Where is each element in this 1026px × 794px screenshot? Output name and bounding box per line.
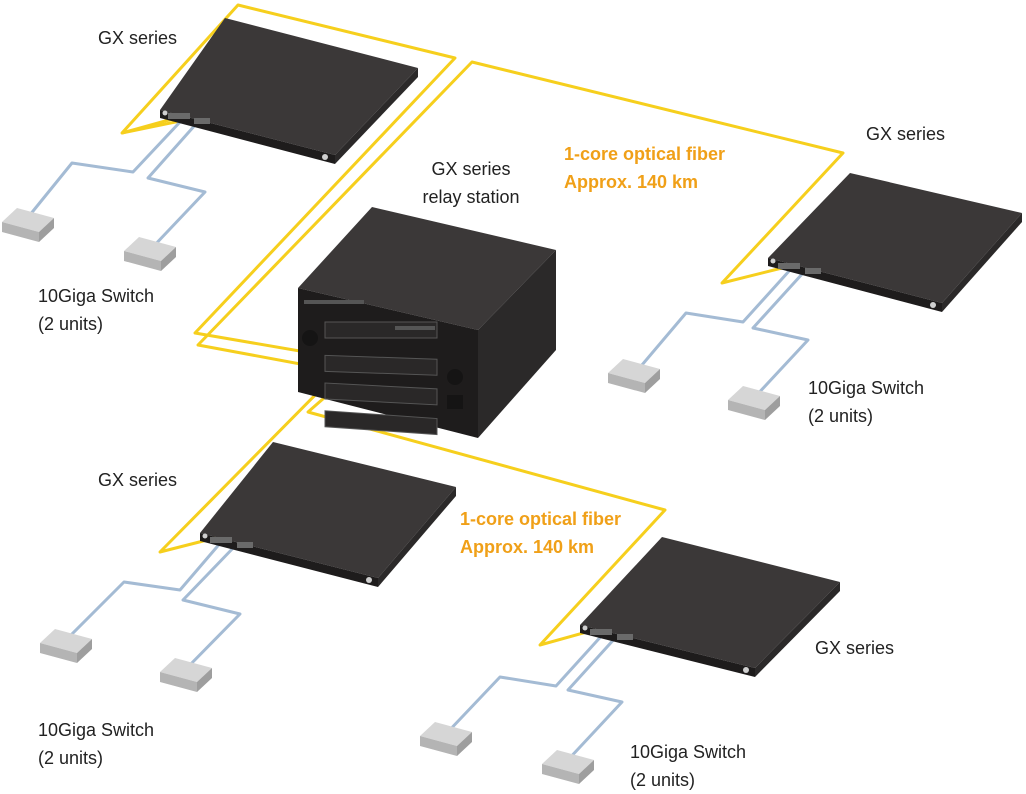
relay-chassis-icon: [298, 207, 556, 438]
fiber-links: [120, 3, 845, 647]
rack-switch-icon: [580, 537, 840, 677]
gx-series-label-right: GX series: [866, 124, 946, 144]
network-switch-icon: [40, 629, 92, 663]
switch-label-bottom-right: 10Giga Switch (2 units): [630, 738, 746, 794]
network-switch-icon: [2, 208, 54, 242]
switch-label-line2: (2 units): [38, 314, 104, 334]
network-switch-icon: [728, 386, 780, 420]
relay-label-line2: relay station: [422, 187, 520, 207]
switch-label-line1: 10Giga Switch: [808, 378, 925, 398]
network-switch-icon: [160, 658, 212, 692]
fiber-link-right: [196, 60, 845, 370]
switch-label-line2: (2 units): [630, 770, 696, 790]
lan-link-tl-2: [146, 123, 207, 252]
switch-label-line1: 10Giga Switch: [630, 742, 747, 762]
rack-switch-icon: [160, 18, 418, 164]
relay-station: [298, 207, 556, 438]
fiber-label-bottom-line1: 1-core optical fiber: [460, 509, 622, 529]
lan-link-bl-2: [181, 543, 242, 674]
switch-label-line2: (2 units): [808, 406, 874, 426]
gx-series-label-bottom-right: GX series: [815, 638, 895, 658]
rack-switch-icon: [768, 173, 1022, 312]
fiber-label-top-line2: Approx. 140 km: [564, 172, 699, 192]
network-switch-icon: [608, 359, 660, 393]
fiber-link-bottom-right: [306, 382, 667, 647]
network-switch-icon: [420, 722, 472, 756]
switches: [2, 208, 780, 784]
fiber-label-bottom: 1-core optical fiber Approx. 140 km: [460, 505, 621, 561]
gx-device-top-left: [160, 18, 418, 164]
relay-label-line1: GX series: [431, 159, 511, 179]
switch-label-bottom-left: 10Giga Switch (2 units): [38, 716, 154, 772]
fiber-label-top-line1: 1-core optical fiber: [564, 144, 726, 164]
rack-switch-icon: [200, 442, 456, 587]
switch-label-line1: 10Giga Switch: [38, 720, 155, 740]
lan-link-r-1: [634, 268, 792, 373]
fiber-link-top-left-b: [121, 118, 186, 135]
switch-label-right: 10Giga Switch (2 units): [808, 374, 924, 430]
lan-link-tl-1: [23, 120, 182, 222]
gx-device-bottom-left: [200, 442, 456, 587]
gx-series-label-bottom-left: GX series: [98, 470, 178, 490]
network-switch-icon: [124, 237, 176, 271]
lan-links: [23, 120, 810, 764]
fiber-label-top: 1-core optical fiber Approx. 140 km: [564, 140, 725, 196]
gx-device-right: [768, 173, 1022, 312]
lan-link-br-1: [442, 630, 607, 738]
lan-link-r-2: [751, 271, 810, 400]
fiber-label-bottom-line2: Approx. 140 km: [460, 537, 595, 557]
switch-label-line1: 10Giga Switch: [38, 286, 155, 306]
network-switch-icon: [542, 750, 594, 784]
gx-series-label-top-left: GX series: [98, 28, 178, 48]
switch-label-top-left: 10Giga Switch (2 units): [38, 282, 154, 338]
relay-station-label: GX series relay station: [408, 155, 534, 211]
lan-link-bl-1: [62, 540, 224, 644]
switch-label-line2: (2 units): [38, 748, 104, 768]
lan-link-br-2: [564, 602, 648, 764]
gx-device-bottom-right: [580, 537, 840, 677]
